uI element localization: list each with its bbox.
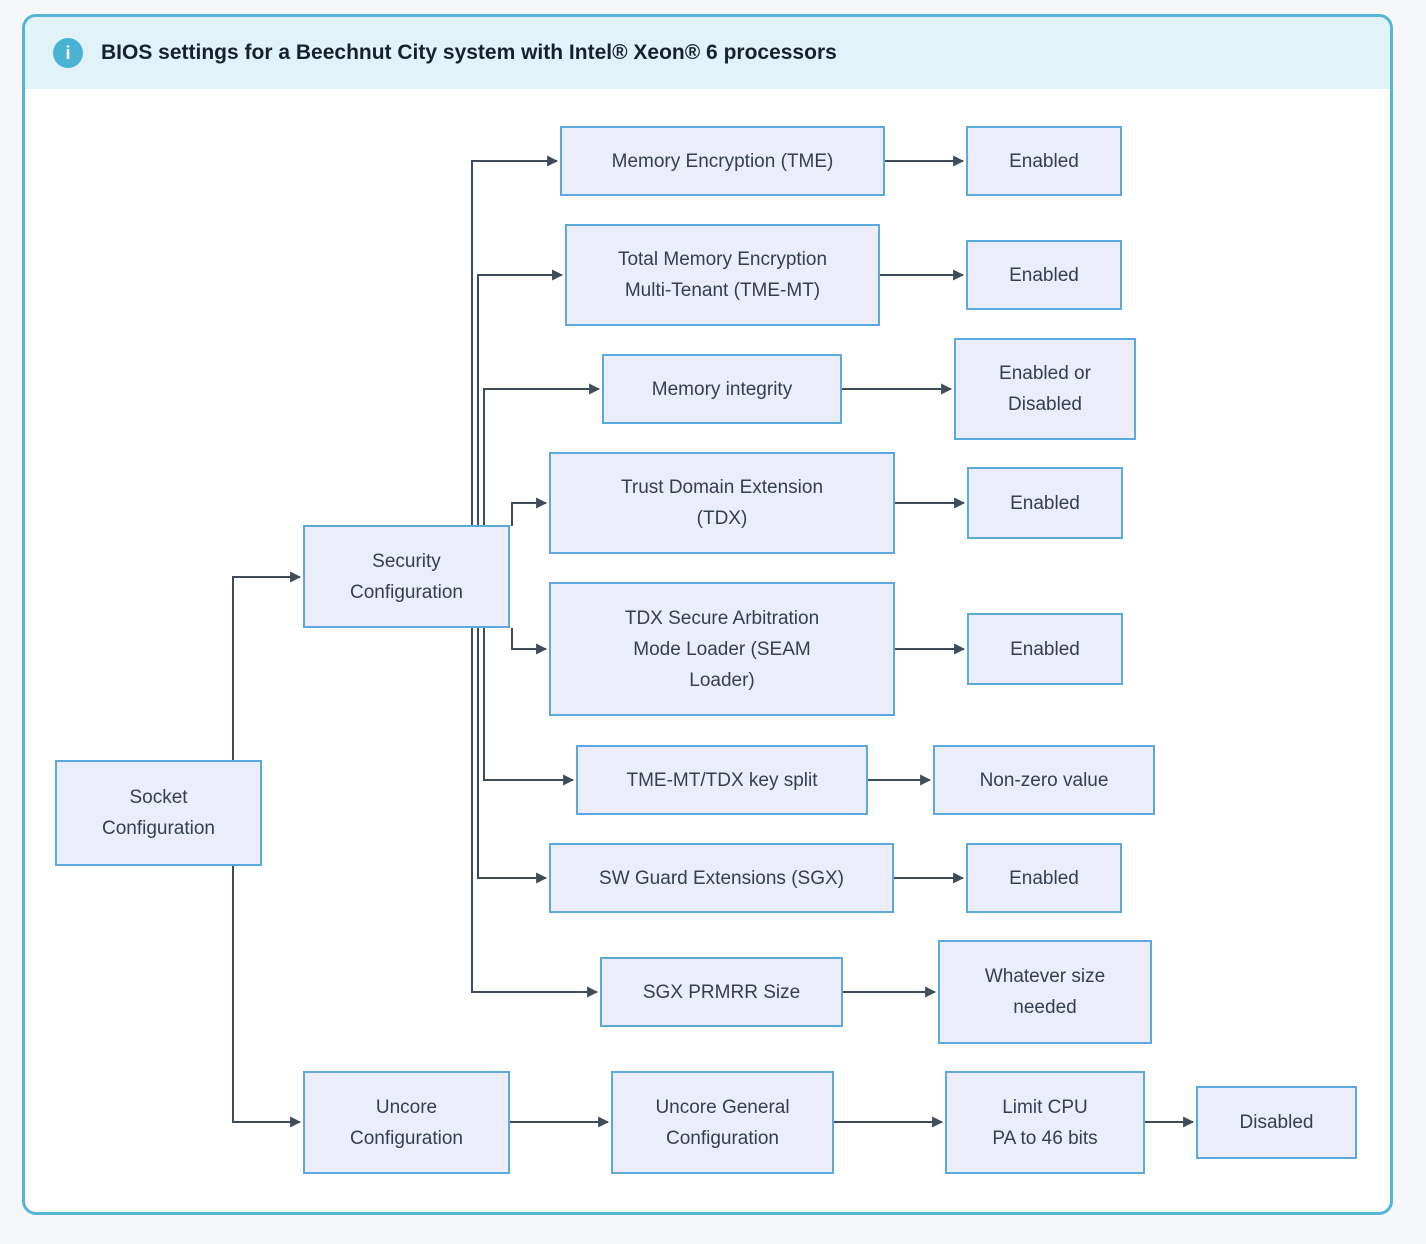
info-icon: i xyxy=(53,38,83,68)
node-sw-guard-extensions-sgx: SW Guard Extensions (SGX) xyxy=(549,843,894,913)
node-trust-domain-extension-tdx: Trust Domain Extension (TDX) xyxy=(549,452,895,554)
value-sgx-enabled: Enabled xyxy=(966,843,1122,913)
value-seam-enabled: Enabled xyxy=(967,613,1123,685)
value-memory-integrity-enabled-or-disabled: Enabled or Disabled xyxy=(954,338,1136,440)
node-uncore-general-configuration: Uncore General Configuration xyxy=(611,1071,834,1174)
value-limit-cpu-disabled: Disabled xyxy=(1196,1086,1357,1159)
node-limit-cpu-pa-46-bits: Limit CPU PA to 46 bits xyxy=(945,1071,1145,1174)
node-tdx-seam-loader: TDX Secure Arbitration Mode Loader (SEAM… xyxy=(549,582,895,716)
value-tme-mt-enabled: Enabled xyxy=(966,240,1122,310)
value-prmrr-whatever-size: Whatever size needed xyxy=(938,940,1152,1044)
node-sgx-prmrr-size: SGX PRMRR Size xyxy=(600,957,843,1027)
node-tme-mt-tdx-key-split: TME-MT/TDX key split xyxy=(576,745,868,815)
value-tdx-enabled: Enabled xyxy=(967,467,1123,539)
node-memory-encryption-tme: Memory Encryption (TME) xyxy=(560,126,885,196)
node-memory-integrity: Memory integrity xyxy=(602,354,842,424)
node-socket-configuration: Socket Configuration xyxy=(55,760,262,866)
value-key-split-non-zero: Non-zero value xyxy=(933,745,1155,815)
info-banner: i BIOS settings for a Beechnut City syst… xyxy=(25,17,1390,89)
node-security-configuration: Security Configuration xyxy=(303,525,510,628)
banner-title: BIOS settings for a Beechnut City system… xyxy=(101,41,837,64)
node-uncore-configuration: Uncore Configuration xyxy=(303,1071,510,1174)
node-total-memory-encryption-multi-tenant: Total Memory Encryption Multi-Tenant (TM… xyxy=(565,224,880,326)
value-tme-enabled: Enabled xyxy=(966,126,1122,196)
